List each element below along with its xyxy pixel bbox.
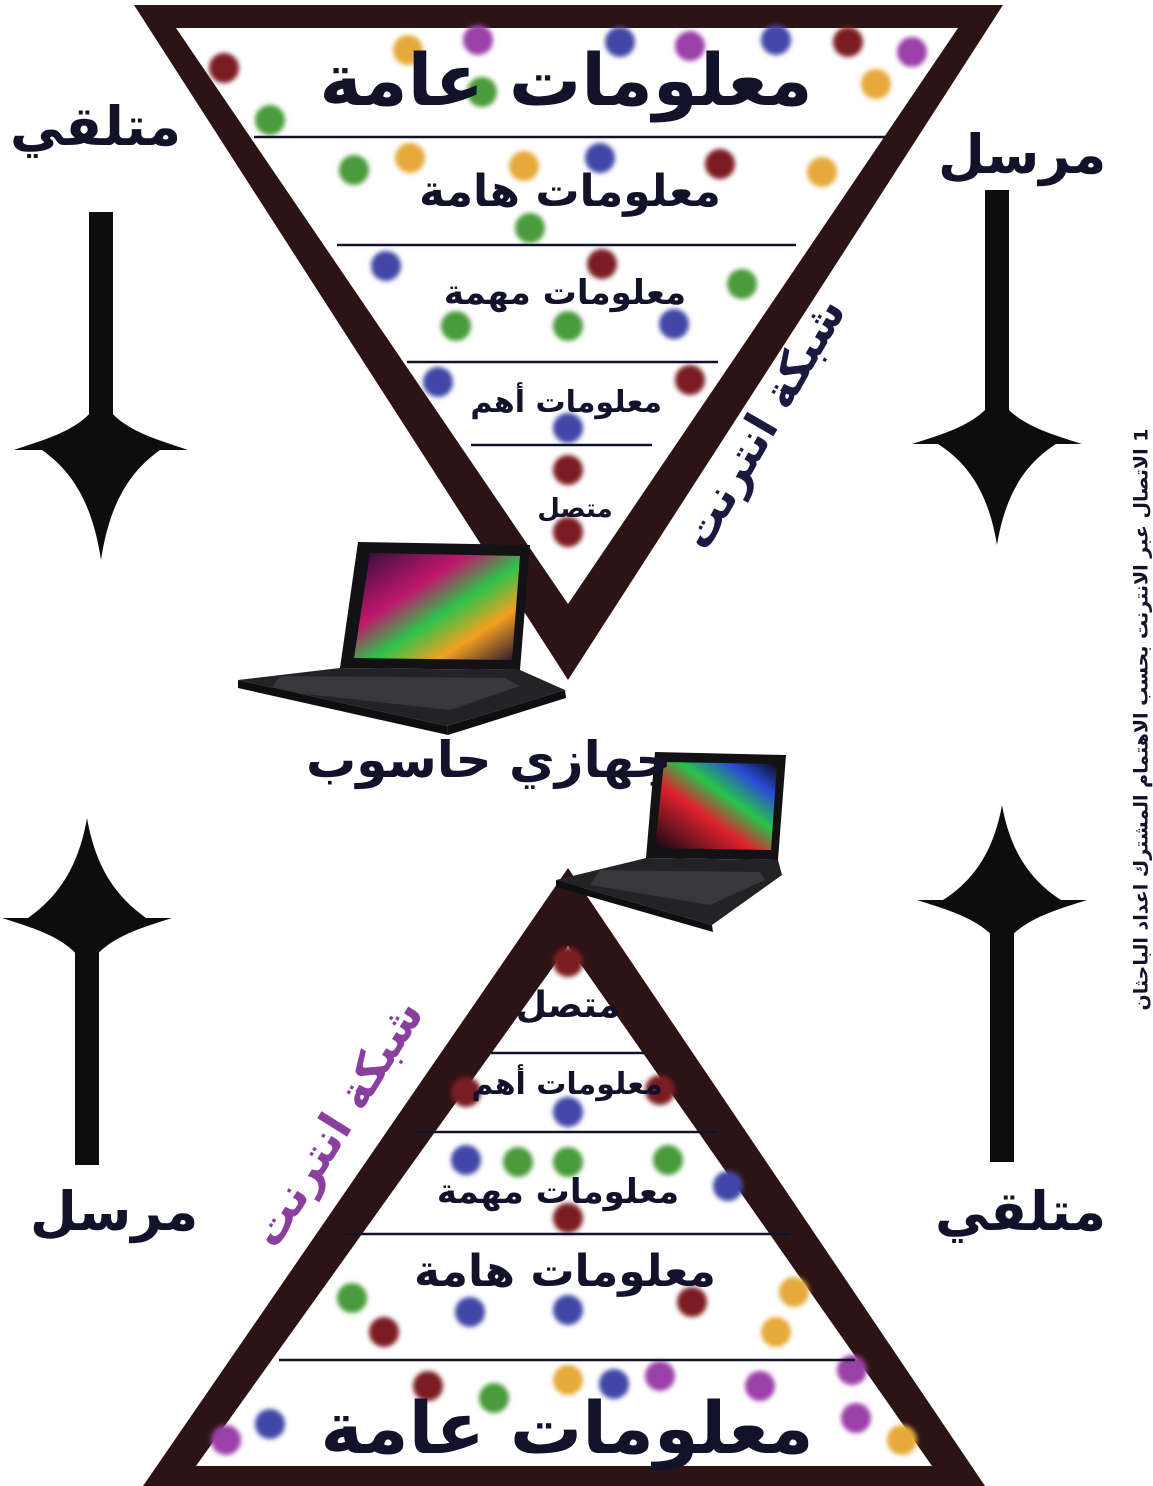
decorative-dot: [553, 947, 583, 977]
decorative-dot: [553, 1295, 583, 1325]
top-pyramid: [134, 5, 1003, 680]
bottom-pyramid: [143, 868, 985, 1486]
bottom-tier-connected: متصل: [515, 985, 621, 1026]
arrow-up-icon: [2, 818, 172, 1165]
decorative-dot: [553, 455, 583, 485]
bottom-tier-general-info: معلومات عامة: [320, 1386, 814, 1470]
laptop-icon: [238, 542, 566, 735]
computer-devices-label: جهازي حاسوب: [306, 731, 672, 789]
decorative-dot: [833, 27, 863, 57]
figure-caption: 1 الاتصال عبر الانترنت بحسب الاهتمام الم…: [1130, 428, 1153, 1011]
decorative-dot: [861, 69, 891, 99]
decorative-dot: [675, 31, 705, 61]
receiver-label-top-left: متلقي: [10, 95, 182, 158]
decorative-dot: [761, 25, 791, 55]
top-tier-general-info: معلومات عامة: [319, 38, 813, 122]
decorative-dot: [503, 1147, 533, 1177]
decorative-dot: [585, 143, 615, 173]
sender-label-top-right: مرسل: [938, 123, 1107, 186]
decorative-dot: [659, 309, 689, 339]
decorative-dot: [645, 1361, 675, 1391]
decorative-dot: [807, 157, 837, 187]
decorative-dot: [509, 151, 539, 181]
decorative-dot: [455, 1297, 485, 1327]
decorative-dot: [395, 143, 425, 173]
arrow-up-icon: [917, 805, 1087, 1162]
decorative-dot: [337, 1283, 367, 1313]
decorative-dot: [897, 37, 927, 67]
decorative-dot: [553, 1147, 583, 1177]
decorative-dot: [705, 149, 735, 179]
bottom-tier-significant-info: معلومات مهمة: [436, 1172, 680, 1212]
decorative-dot: [653, 1145, 683, 1175]
decorative-dot: [727, 269, 757, 299]
arrow-down-icon: [14, 212, 188, 560]
decorative-dot: [413, 1371, 443, 1401]
decorative-dot: [587, 249, 617, 279]
decorative-dot: [553, 1097, 583, 1127]
bottom-tier-more-important-info: معلومات أهم: [471, 1067, 663, 1102]
decorative-dot: [761, 1317, 791, 1347]
decorative-dot: [675, 365, 705, 395]
decorative-dot: [887, 1425, 917, 1455]
decorative-dot: [745, 1371, 775, 1401]
decorative-dot: [255, 1409, 285, 1439]
decorative-dot: [677, 1287, 707, 1317]
decorative-dot: [553, 517, 583, 547]
decorative-dot: [441, 311, 471, 341]
decorative-dot: [451, 1145, 481, 1175]
laptop-icon: [556, 752, 786, 932]
decorative-dot: [553, 1365, 583, 1395]
top-tier-important-info: معلومات هامة: [419, 166, 721, 217]
decorative-dot: [599, 1369, 629, 1399]
decorative-dot: [393, 35, 423, 65]
decorative-dot: [553, 413, 583, 443]
decorative-dot: [713, 1171, 743, 1201]
decorative-dot: [553, 311, 583, 341]
decorative-dot: [371, 251, 401, 281]
arrow-down-icon: [912, 190, 1082, 545]
receiver-label-bottom-right: متلقي: [935, 1180, 1107, 1243]
decorative-dot: [479, 1383, 509, 1413]
decorative-dot: [211, 1425, 241, 1455]
top-tier-significant-info: معلومات مهمة: [443, 273, 687, 313]
decorative-dot: [463, 25, 493, 55]
decorative-dot: [339, 155, 369, 185]
decorative-dot: [423, 367, 453, 397]
decorative-dot: [837, 1355, 867, 1385]
decorative-dot: [451, 1077, 481, 1107]
decorative-dot: [553, 1203, 583, 1233]
decorative-dot: [467, 77, 497, 107]
top-tier-connected: متصل: [537, 494, 613, 524]
decorative-dot: [841, 1403, 871, 1433]
decorative-dot: [515, 213, 545, 243]
top-tier-more-important-info: معلومات أهم: [470, 385, 662, 420]
decorative-dot: [605, 27, 635, 57]
top-pyramid-dots: [209, 25, 927, 547]
decorative-dot: [255, 105, 285, 135]
bottom-tier-important-info: معلومات هامة: [414, 1246, 716, 1297]
decorative-dot: [645, 1075, 675, 1105]
decorative-dot: [779, 1277, 809, 1307]
decorative-dot: [369, 1317, 399, 1347]
sender-label-bottom-left: مرسل: [30, 1180, 199, 1243]
bottom-pyramid-dots: [211, 947, 917, 1455]
decorative-dot: [209, 53, 239, 83]
